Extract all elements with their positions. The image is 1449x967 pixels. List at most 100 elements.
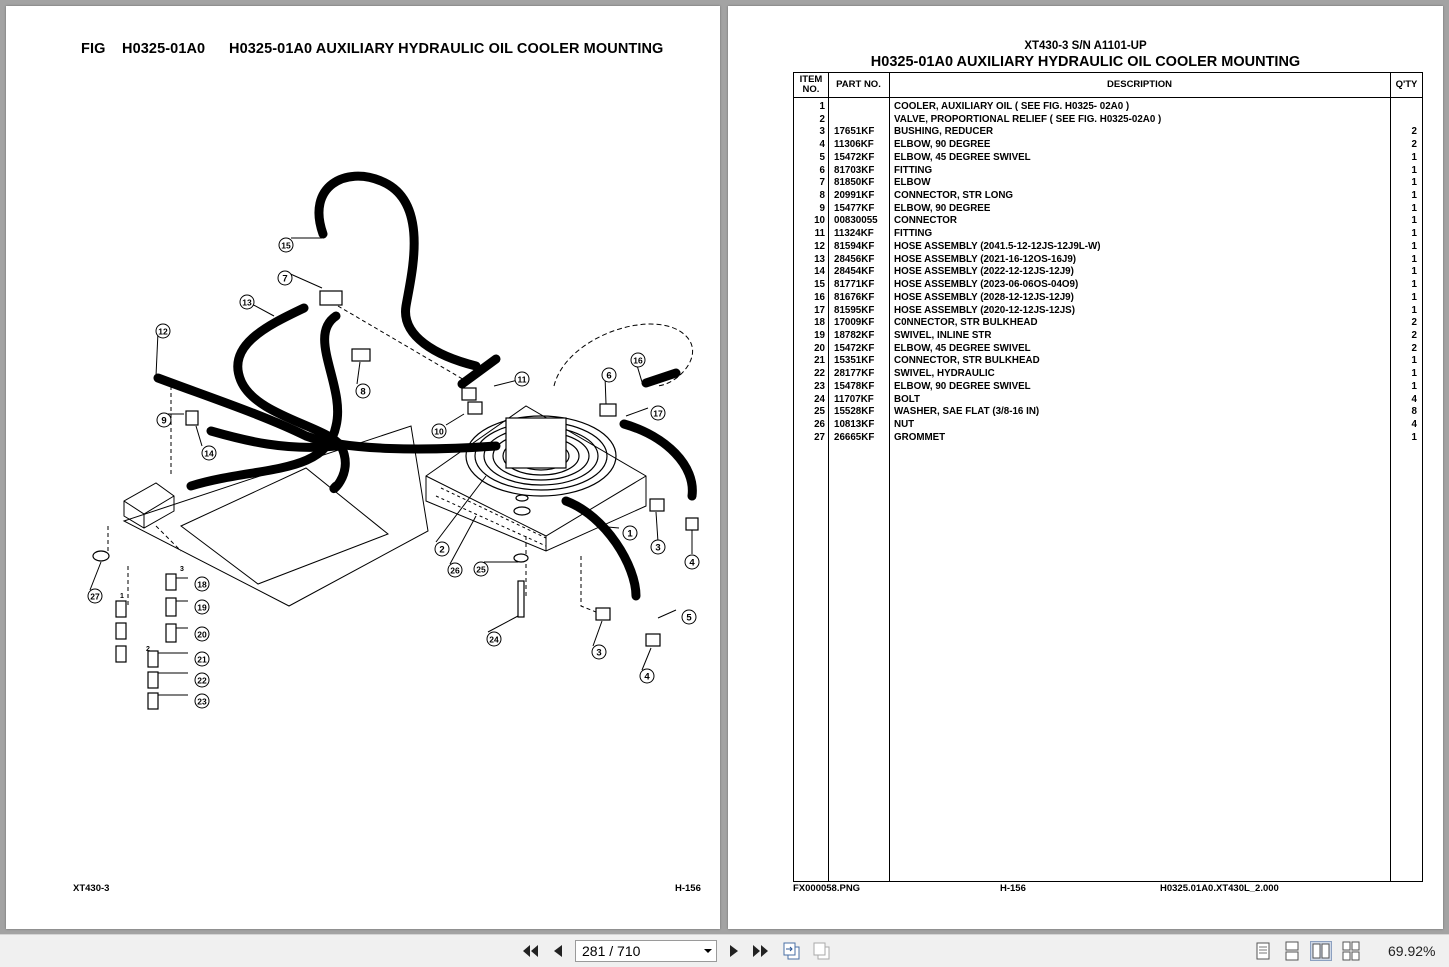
cell-part-no: 15477KF [834, 202, 875, 214]
prev-page-icon [554, 945, 562, 957]
left-footer-page: H-156 [675, 883, 701, 894]
model-header: XT430-3 S/N A1101-UP [1024, 40, 1147, 52]
page-number-input[interactable]: 281 / 710 [575, 940, 717, 962]
cell-quantity: 8 [1411, 406, 1417, 418]
svg-text:2: 2 [439, 545, 444, 556]
zoom-level[interactable]: 69.92% [1388, 943, 1436, 959]
cell-description: GROMMET [894, 431, 946, 443]
last-page-button[interactable] [751, 941, 771, 961]
cell-part-no: 15351KF [834, 355, 875, 367]
cell-item-no: 7 [819, 177, 825, 189]
callout-20: 20 [194, 626, 210, 642]
cell-description: C0NNECTOR, STR BULKHEAD [894, 317, 1038, 329]
cooler-body [425, 405, 647, 552]
cell-part-no: 81703KF [834, 164, 875, 176]
callout-13: 13 [239, 294, 255, 310]
first-page-button[interactable] [520, 941, 540, 961]
fig-label: FIG [81, 41, 106, 57]
cell-description: HOSE ASSEMBLY (2028-12-12JS-12J9) [894, 291, 1074, 303]
left-page: FIG H0325-01A0 H0325-01A0 AUXILIARY HYDR… [6, 6, 720, 929]
facing-view-button[interactable] [1310, 941, 1332, 961]
page-indicator: 281 / 710 [582, 943, 641, 959]
back-view-button[interactable] [782, 941, 802, 961]
cell-part-no: 81595KF [834, 304, 875, 316]
left-footer-model: XT430-3 [73, 883, 110, 894]
cell-description: WASHER, SAE FLAT (3/8-16 IN) [894, 406, 1040, 418]
table-row: 10 00830055 CONNECTOR 1 [794, 215, 1422, 228]
table-row: 2 VALVE, PROPORTIONAL RELIEF ( SEE FIG. H… [794, 114, 1422, 127]
cell-description: CONNECTOR [894, 215, 957, 227]
forward-view-button[interactable] [812, 941, 832, 961]
cell-item-no: 18 [814, 317, 825, 329]
cell-item-no: 12 [814, 240, 825, 252]
next-page-button[interactable] [724, 941, 744, 961]
cell-part-no: 00830055 [834, 215, 878, 227]
cell-description: SWIVEL, HYDRAULIC [894, 368, 995, 380]
callout-27: 27 [87, 588, 103, 604]
svg-text:4: 4 [644, 672, 650, 683]
svg-text:23: 23 [197, 697, 207, 707]
cell-item-no: 6 [819, 164, 825, 176]
callout-8: 8 [355, 383, 371, 399]
cell-item-no: 16 [814, 291, 825, 303]
continuous-facing-view-button[interactable] [1340, 941, 1362, 961]
cell-part-no: 17009KF [834, 317, 875, 329]
svg-text:12: 12 [158, 327, 168, 337]
svg-text:7: 7 [282, 274, 287, 285]
cell-item-no: 9 [819, 202, 825, 214]
cell-quantity: 1 [1411, 304, 1417, 316]
svg-text:18: 18 [197, 580, 207, 590]
callout-15: 15 [278, 237, 294, 253]
cell-item-no: 10 [814, 215, 825, 227]
svg-text:1: 1 [627, 529, 633, 540]
cell-quantity: 1 [1411, 291, 1417, 303]
cell-item-no: 23 [814, 380, 825, 392]
continuous-view-button[interactable] [1281, 941, 1303, 961]
svg-text:22: 22 [197, 676, 207, 686]
callout-12: 12 [155, 323, 171, 339]
prev-page-button[interactable] [548, 941, 568, 961]
cell-description: VALVE, PROPORTIONAL RELIEF ( SEE FIG. H0… [894, 113, 1162, 125]
cell-part-no: 15472KF [834, 342, 875, 354]
cell-quantity: 1 [1411, 164, 1417, 176]
cell-part-no: 18782KF [834, 329, 875, 341]
small-mark: 1 [120, 593, 124, 600]
hose-13 [233, 303, 350, 494]
cell-item-no: 14 [814, 266, 825, 278]
cell-item-no: 5 [819, 151, 825, 163]
cell-quantity: 1 [1411, 240, 1417, 252]
right-footer-ref: H0325.01A0.XT430L_2.000 [1160, 883, 1279, 894]
cell-quantity: 1 [1411, 368, 1417, 380]
svg-text:13: 13 [242, 298, 252, 308]
last-page-icon [753, 945, 768, 957]
cell-quantity: 1 [1411, 190, 1417, 202]
cell-quantity: 2 [1411, 342, 1417, 354]
cell-description: HOSE ASSEMBLY (2021-16-12OS-16J9) [894, 253, 1077, 265]
cell-description: ELBOW, 90 DEGREE [894, 202, 991, 214]
svg-text:3: 3 [655, 543, 660, 554]
single-page-view-button[interactable] [1252, 941, 1274, 961]
cell-part-no: 81594KF [834, 240, 875, 252]
cell-quantity: 1 [1411, 202, 1417, 214]
svg-text:21: 21 [197, 655, 207, 665]
cell-quantity: 1 [1411, 431, 1417, 443]
cell-description: CONNECTOR, STR BULKHEAD [894, 355, 1040, 367]
cell-quantity: 1 [1411, 215, 1417, 227]
cell-description: ELBOW [894, 177, 931, 189]
cell-part-no: 15472KF [834, 151, 875, 163]
chevron-down-icon[interactable] [704, 949, 712, 953]
callout-25: 25 [473, 561, 489, 577]
cell-part-no: 11306KF [834, 139, 874, 151]
svg-text:27: 27 [90, 592, 100, 602]
svg-text:15: 15 [281, 241, 291, 251]
hose-15 [314, 171, 481, 371]
cell-item-no: 2 [819, 113, 825, 125]
cell-part-no: 81676KF [834, 291, 875, 303]
